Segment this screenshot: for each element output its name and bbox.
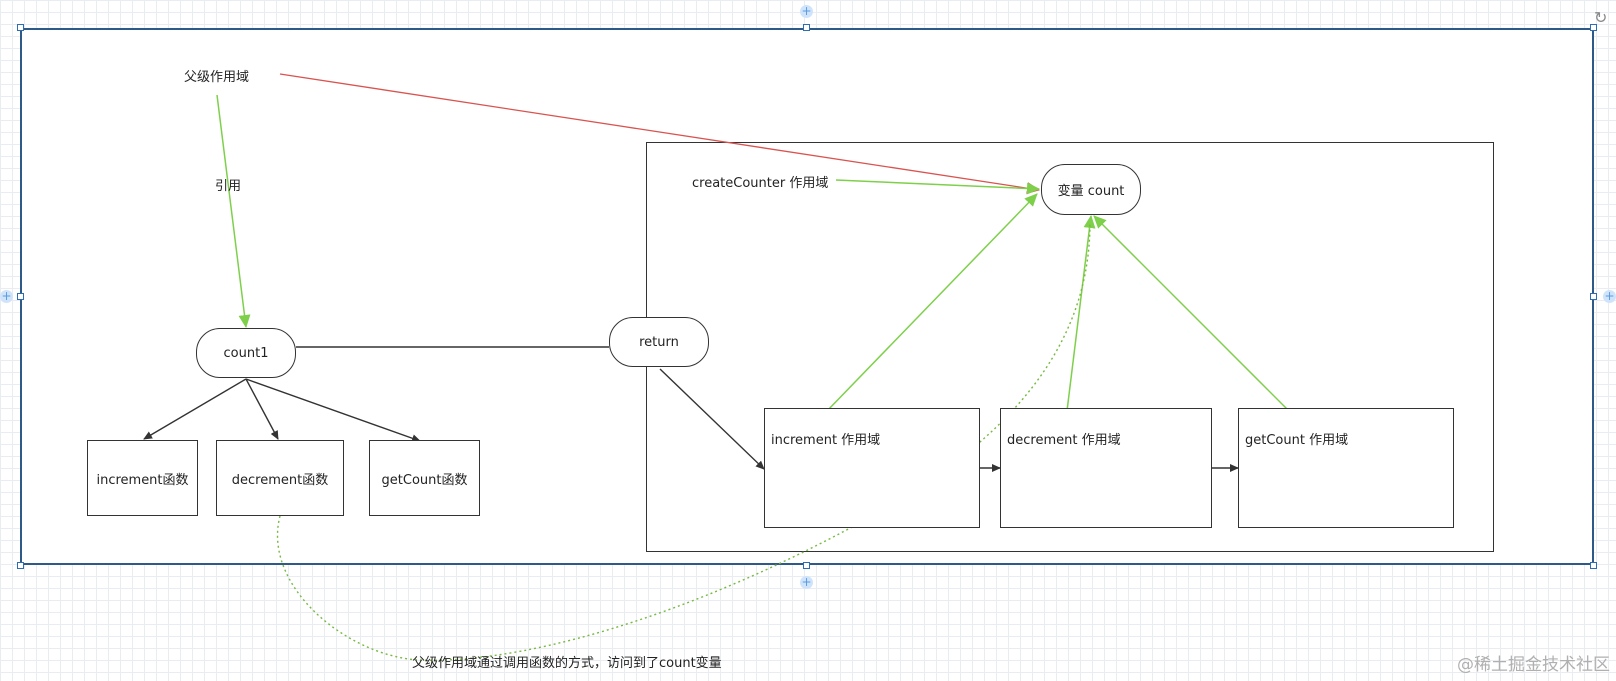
return-node[interactable]: return xyxy=(609,317,709,367)
decrement-function-label: decrement函数 xyxy=(231,472,329,488)
reference-arrow[interactable] xyxy=(216,94,251,328)
return-to-increment-scope-arrow[interactable] xyxy=(659,368,765,470)
plus-connector-icon[interactable]: + xyxy=(1603,289,1616,303)
reference-label[interactable]: 引用 xyxy=(215,179,242,194)
increment-function-label: increment函数 xyxy=(96,472,189,488)
resize-handle-icon[interactable] xyxy=(17,293,24,300)
getcount-function-box[interactable]: getCount函数 xyxy=(369,440,480,516)
variable-count-node[interactable]: 变量 count xyxy=(1041,164,1141,215)
count1-label: count1 xyxy=(223,345,269,361)
getcount-scope-to-count-arrow[interactable] xyxy=(1093,215,1291,413)
increment-scope-box[interactable]: increment 作用域 xyxy=(764,408,980,528)
getcount-scope-label: getCount 作用域 xyxy=(1245,433,1349,448)
count1-node[interactable]: count1 xyxy=(196,328,296,378)
increment-scope-label: increment 作用域 xyxy=(771,433,881,448)
decrement-scope-label: decrement 作用域 xyxy=(1007,433,1121,448)
decrement-function-box[interactable]: decrement函数 xyxy=(216,440,344,516)
plus-connector-icon[interactable]: + xyxy=(800,4,813,18)
getcount-function-label: getCount函数 xyxy=(381,472,468,488)
variable-count-label: 变量 count xyxy=(1057,184,1125,199)
count1-to-getcount-arrow[interactable] xyxy=(245,378,421,443)
getcount-scope-box[interactable]: getCount 作用域 xyxy=(1238,408,1454,528)
parent-to-count-arrow[interactable] xyxy=(279,73,1040,195)
parent-scope-label[interactable]: 父级作用域 xyxy=(184,70,250,85)
resize-handle-icon[interactable] xyxy=(1590,293,1597,300)
create-counter-scope-label[interactable]: createCounter 作用域 xyxy=(692,176,829,191)
resize-handle-icon[interactable] xyxy=(803,24,810,31)
resize-handle-icon[interactable] xyxy=(1590,24,1597,31)
plus-connector-icon[interactable]: + xyxy=(0,289,13,303)
create-counter-to-count-arrow[interactable] xyxy=(835,179,1040,195)
resize-handle-icon[interactable] xyxy=(1590,562,1597,569)
return-label: return xyxy=(639,334,679,350)
access-note-label[interactable]: 父级作用域通过调用函数的方式，访问到了count变量 xyxy=(412,656,722,671)
rotate-icon[interactable]: ↻ xyxy=(1594,8,1608,27)
count1-to-decrement-arrow[interactable] xyxy=(245,378,279,440)
plus-connector-icon[interactable]: + xyxy=(800,575,813,589)
increment-scope-to-count-arrow[interactable] xyxy=(825,193,1038,413)
resize-handle-icon[interactable] xyxy=(17,562,24,569)
decrement-scope-box[interactable]: decrement 作用域 xyxy=(1000,408,1212,528)
count1-to-increment-arrow[interactable] xyxy=(143,378,247,440)
resize-handle-icon[interactable] xyxy=(803,562,810,569)
increment-function-box[interactable]: increment函数 xyxy=(87,440,198,516)
watermark: @稀土掘金技术社区 xyxy=(1457,655,1610,675)
resize-handle-icon[interactable] xyxy=(17,24,24,31)
decrement-scope-to-count-arrow[interactable] xyxy=(1066,215,1096,412)
